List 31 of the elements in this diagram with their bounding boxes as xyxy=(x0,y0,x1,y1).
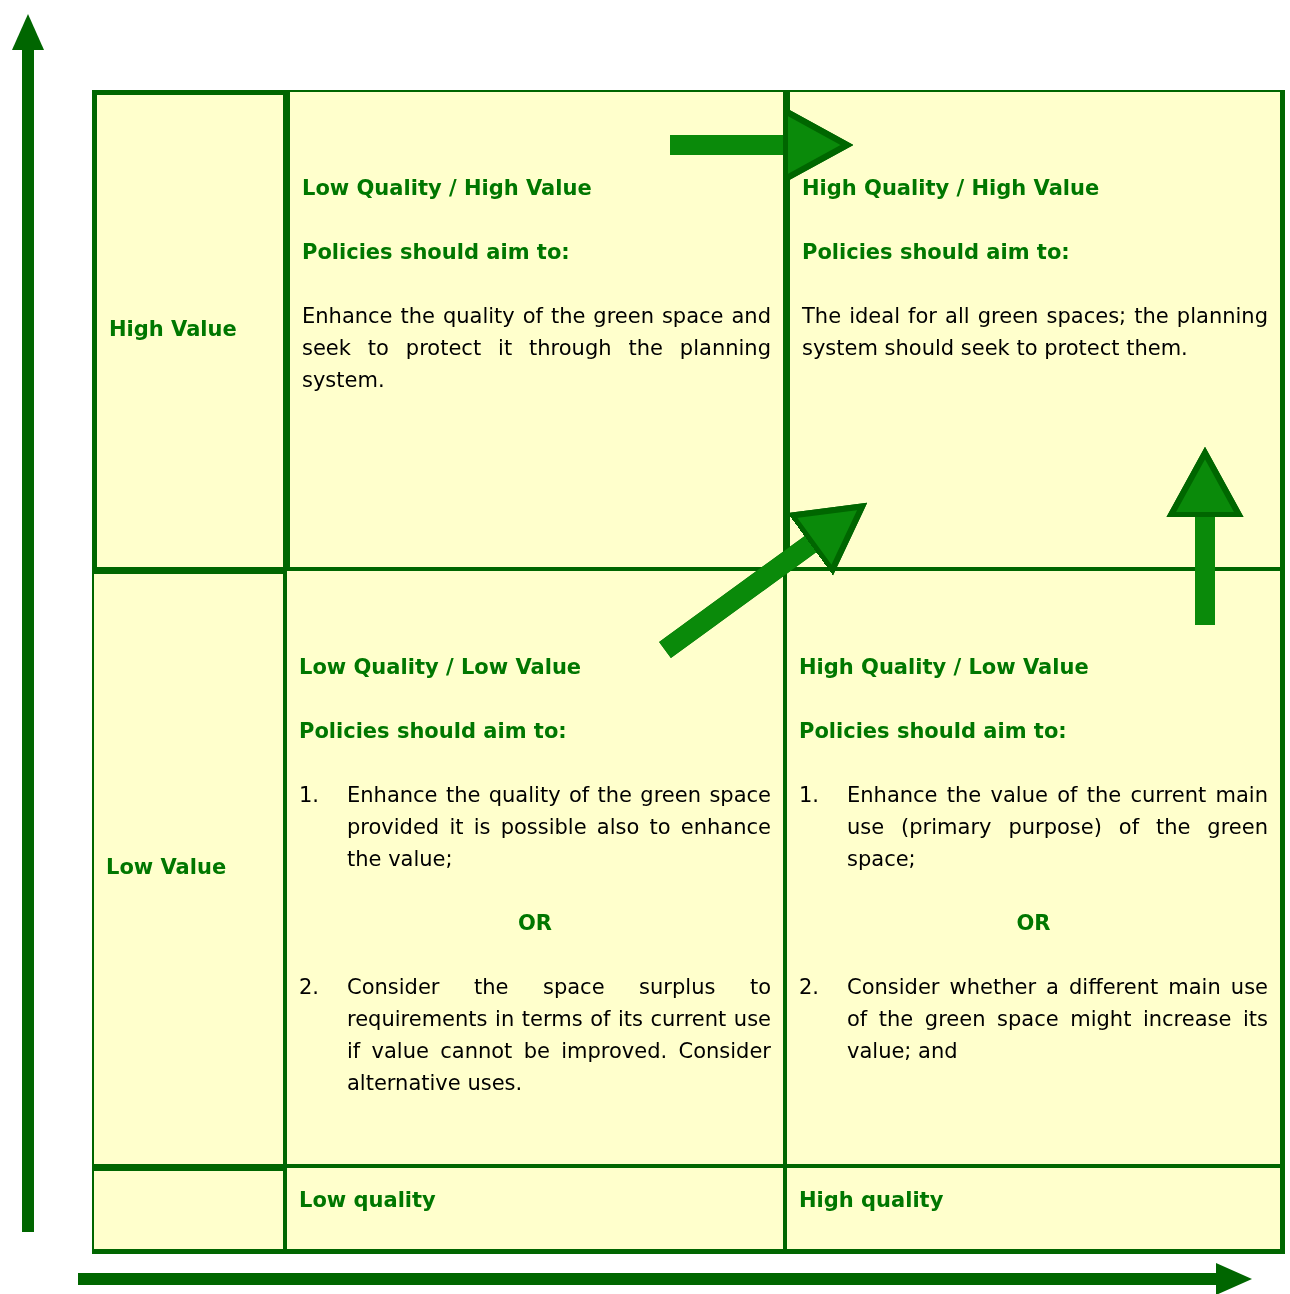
quadrant-cell xyxy=(785,569,1285,1166)
policy-item: 2. Consider the space surplus to requirements in terms of its current use if value cannot be improved. Consider alternative uses. xyxy=(299,974,771,1097)
quadrant-cell xyxy=(285,90,785,569)
column-label: Low quality xyxy=(299,1187,437,1214)
column-header-cell xyxy=(785,1166,1285,1254)
quadrant-title: Low Quality / Low Value xyxy=(299,654,583,681)
policy-text: The ideal for all green spaces; the planning system should seek to protect them. xyxy=(802,303,1268,362)
row-label: High Value xyxy=(109,315,238,343)
policy-item: 2. Consider whether a different main use of the green space might increase its value; and xyxy=(799,974,1268,1065)
policy-heading: Policies should aim to: xyxy=(299,718,568,745)
quadrant-title: High Quality / Low Value xyxy=(799,654,1090,681)
block-arrow xyxy=(1168,450,1242,625)
or-label: OR xyxy=(1015,910,1052,937)
block-arrow xyxy=(670,108,850,182)
block-arrow xyxy=(659,503,866,659)
column-header-cell xyxy=(285,1166,785,1254)
row-header-cell xyxy=(92,90,285,569)
quadrant-cell xyxy=(785,90,1285,569)
policy-item: 1. Enhance the value of the current main use (primary purpose) of the green space; xyxy=(799,782,1268,873)
row-label: Low Value xyxy=(106,853,228,881)
policy-text: Enhance the quality of the green space and seek to protect it through the planning system. xyxy=(302,303,771,394)
policy-item: 1. Enhance the quality of the green space provided it is possible also to enhance the value; xyxy=(299,782,771,873)
policy-heading: Policies should aim to: xyxy=(302,239,571,266)
or-label: OR xyxy=(517,910,553,937)
policy-heading: Policies should aim to: xyxy=(799,718,1068,745)
row-header-cell xyxy=(92,569,285,1166)
quadrant-title: Low Quality / High Value xyxy=(302,175,593,202)
quadrant-cell xyxy=(285,569,785,1166)
quadrant-title: High Quality / High Value xyxy=(802,175,1101,202)
policy-heading: Policies should aim to: xyxy=(802,239,1071,266)
column-label: High quality xyxy=(799,1187,945,1214)
